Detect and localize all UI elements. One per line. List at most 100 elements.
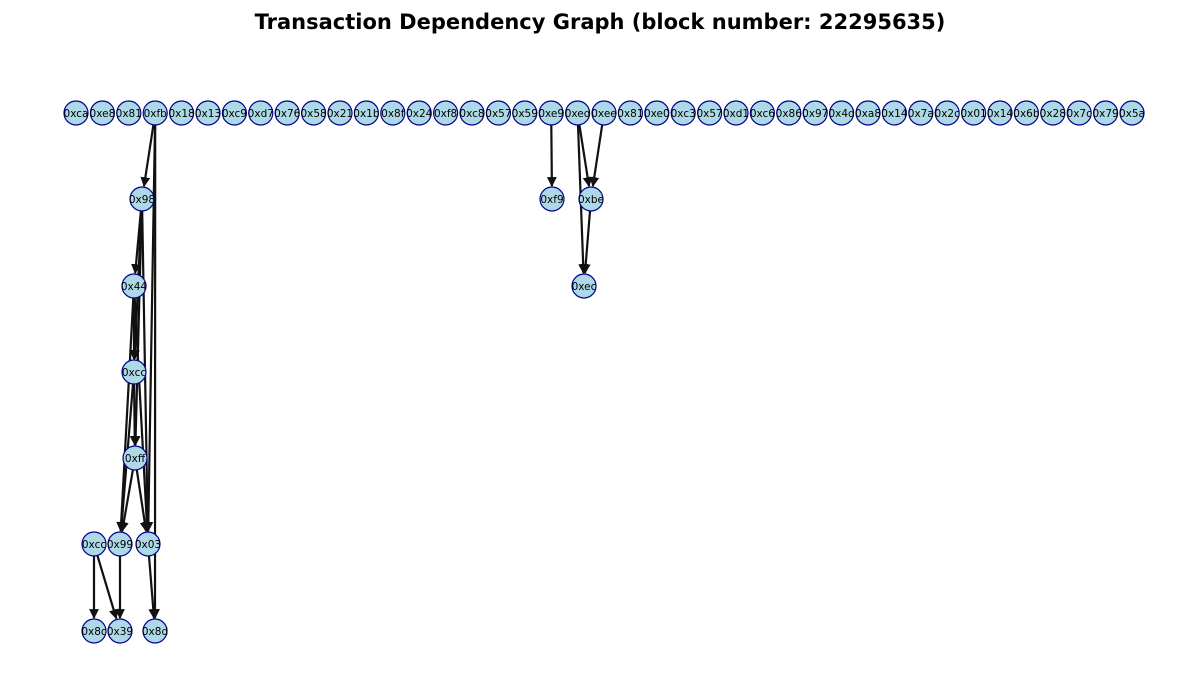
node-circle[interactable] [195,100,221,126]
graph-node[interactable]: 0xa8 [855,100,881,126]
graph-node[interactable]: 0x14 [881,100,908,126]
graph-node[interactable]: 0xfb [142,100,168,126]
node-circle[interactable] [1119,100,1145,126]
graph-node[interactable]: 0x18 [168,100,195,126]
node-circle[interactable] [723,100,749,126]
graph-node[interactable]: 0xee [591,100,617,126]
node-circle[interactable] [934,100,960,126]
node-circle[interactable] [81,531,107,557]
graph-node[interactable]: 0x01 [960,100,987,126]
graph-node[interactable]: 0x59 [512,100,538,126]
graph-node[interactable]: 0x81 [116,100,142,126]
node-circle[interactable] [122,445,148,471]
graph-node[interactable]: 0x13 [195,100,221,126]
graph-node[interactable]: 0xec [571,273,597,299]
graph-node[interactable]: 0xe0 [644,100,670,126]
graph-node[interactable]: 0x1b [353,100,380,126]
node-circle[interactable] [221,100,247,126]
node-circle[interactable] [1040,100,1066,126]
node-circle[interactable] [881,100,908,126]
node-circle[interactable] [485,100,511,126]
graph-node[interactable]: 0x4d [828,100,855,126]
node-circle[interactable] [107,531,133,557]
graph-node[interactable]: 0xf9 [539,186,565,212]
node-circle[interactable] [406,100,432,126]
node-circle[interactable] [353,100,379,126]
graph-node[interactable]: 0xd1 [723,100,749,126]
node-circle[interactable] [121,359,147,385]
graph-node[interactable]: 0x8d [142,618,168,644]
graph-node[interactable]: 0x81 [617,100,644,126]
graph-node[interactable]: 0xc8 [459,100,485,126]
graph-node[interactable]: 0x98 [129,186,155,212]
graph-node[interactable]: 0xff [122,445,148,471]
graph-node[interactable]: 0x79 [1092,100,1119,126]
node-circle[interactable] [617,100,644,126]
graph-node[interactable]: 0x8f [380,100,406,126]
graph-node[interactable]: 0xe9 [538,100,564,126]
graph-node[interactable]: 0x97 [802,100,828,126]
graph-node[interactable]: 0x5a [1119,100,1145,126]
graph-node[interactable]: 0xc9 [221,100,247,126]
graph-node[interactable]: 0xbe [578,186,604,212]
node-circle[interactable] [802,100,828,126]
graph-node[interactable]: 0x57 [485,100,512,126]
node-circle[interactable] [135,531,161,557]
node-circle[interactable] [578,186,604,212]
node-circle[interactable] [142,100,168,126]
node-circle[interactable] [63,100,89,126]
node-circle[interactable] [129,186,155,212]
graph-node[interactable]: 0x39 [107,618,133,644]
node-circle[interactable] [248,100,274,126]
graph-node[interactable]: 0xca [63,100,89,126]
node-circle[interactable] [644,100,670,126]
node-circle[interactable] [116,100,142,126]
node-circle[interactable] [696,100,723,126]
node-circle[interactable] [960,100,987,126]
graph-node[interactable]: 0xc3 [670,100,696,126]
node-circle[interactable] [512,100,538,126]
graph-node[interactable]: 0x57 [696,100,723,126]
node-circle[interactable] [1092,100,1119,126]
node-circle[interactable] [89,100,116,126]
node-circle[interactable] [107,618,133,644]
graph-node[interactable]: 0x21 [327,100,353,126]
node-circle[interactable] [855,100,881,126]
node-circle[interactable] [459,100,485,126]
node-circle[interactable] [571,273,597,299]
graph-node[interactable]: 0xe8 [89,100,116,126]
node-circle[interactable] [749,100,776,126]
graph-node[interactable]: 0x86 [776,100,803,126]
graph-node[interactable]: 0x76 [274,100,301,126]
graph-node[interactable]: 0xed [564,100,591,126]
node-circle[interactable] [564,100,591,126]
graph-node[interactable]: 0x7a [908,100,934,126]
node-circle[interactable] [539,186,565,212]
node-circle[interactable] [987,100,1013,126]
graph-node[interactable]: 0x14 [987,100,1014,126]
node-circle[interactable] [327,100,353,126]
node-circle[interactable] [380,100,406,126]
node-circle[interactable] [776,100,802,126]
node-circle[interactable] [670,100,696,126]
node-circle[interactable] [433,100,459,126]
graph-node[interactable]: 0xc6 [749,100,776,126]
graph-node[interactable]: 0xd7 [248,100,274,126]
graph-node[interactable]: 0x58 [300,100,327,126]
node-circle[interactable] [142,618,168,644]
graph-node[interactable]: 0x7c [1067,100,1093,126]
graph-node[interactable]: 0x28 [1040,100,1066,126]
node-circle[interactable] [169,100,195,126]
graph-node[interactable]: 0xcc [121,359,147,385]
node-circle[interactable] [591,100,617,126]
node-circle[interactable] [538,100,564,126]
node-circle[interactable] [908,100,934,126]
node-circle[interactable] [81,618,107,644]
node-circle[interactable] [121,273,147,299]
graph-node[interactable]: 0x24 [406,100,433,126]
graph-node[interactable]: 0x99 [107,531,133,557]
graph-node[interactable]: 0x6b [1013,100,1040,126]
node-circle[interactable] [1013,100,1040,126]
node-circle[interactable] [828,100,855,126]
graph-node[interactable]: 0x2c [934,100,961,126]
